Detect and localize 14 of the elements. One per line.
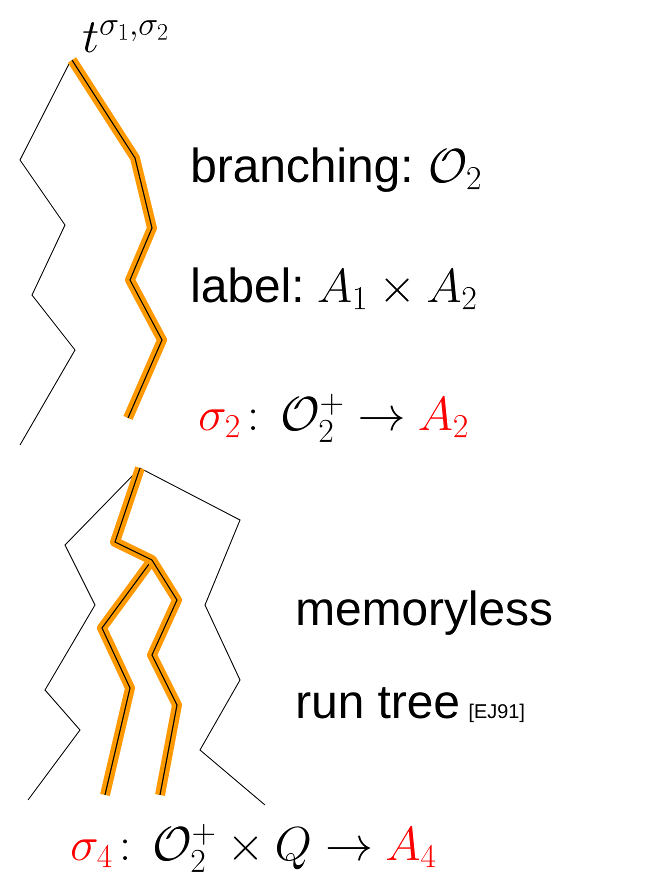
label-text: memoryless xyxy=(298,590,552,635)
formula: $\mathcal{O}_2$ xyxy=(430,148,480,190)
formula: $A_2$ xyxy=(419,396,467,438)
citation: [EJ91] xyxy=(470,704,524,722)
formula: $t^{\sigma_1,\sigma_2}$ xyxy=(83,20,167,52)
label-text: branching: xyxy=(193,147,410,192)
formula: $:\,\mathcal{O}_2^+ \times Q \to$ xyxy=(123,824,370,872)
formula: $A_1 \times A_2$ xyxy=(318,268,476,310)
label-text: label: xyxy=(193,267,300,302)
label-text: run tree xyxy=(298,687,458,718)
formula: $A_4$ xyxy=(386,826,436,868)
formula: $\sigma_2$ xyxy=(200,409,239,438)
formula: $:\,\mathcal{O}_2^+ \to$ xyxy=(251,394,403,442)
formula: $\sigma_4$ xyxy=(72,839,112,868)
